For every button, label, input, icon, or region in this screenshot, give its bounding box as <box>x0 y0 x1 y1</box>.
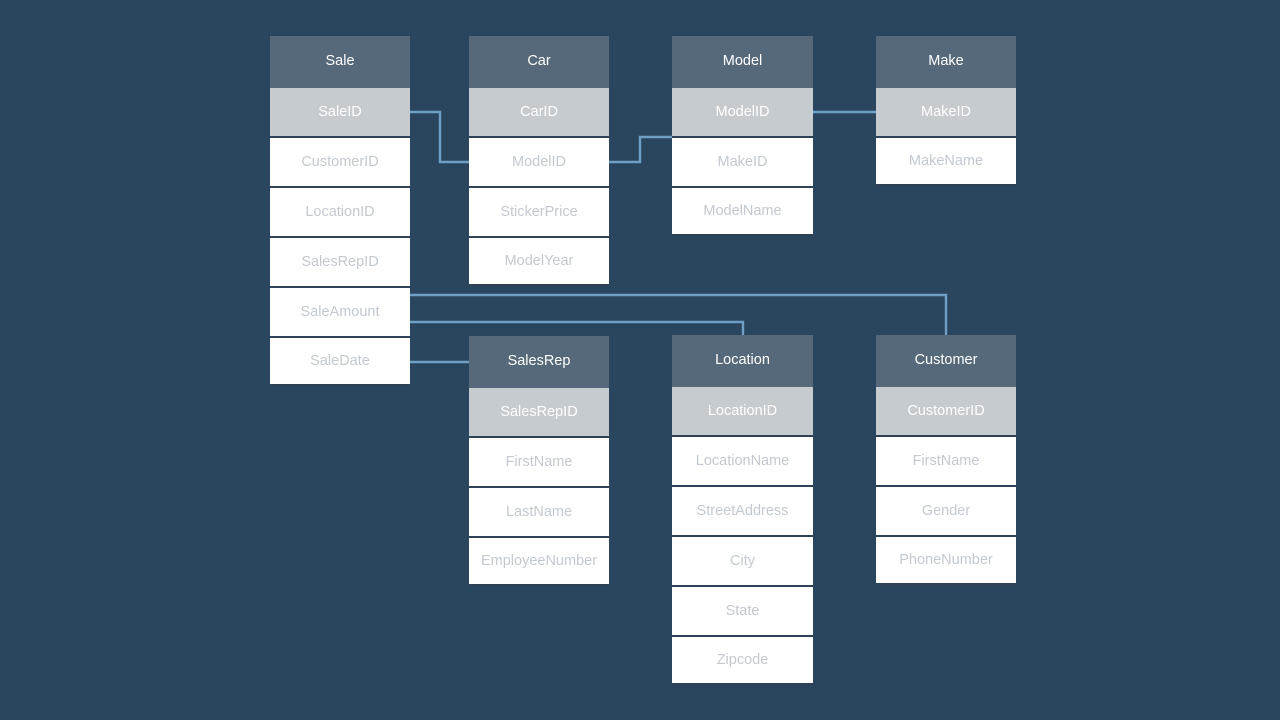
entity-title-car: Car <box>469 36 609 86</box>
primary-key-field-makeid[interactable]: MakeID <box>876 86 1016 136</box>
entity-title-make: Make <box>876 36 1016 86</box>
field-gender[interactable]: Gender <box>876 485 1016 535</box>
primary-key-field-locationid[interactable]: LocationID <box>672 385 813 435</box>
primary-key-field-salesrepid[interactable]: SalesRepID <box>469 386 609 436</box>
field-saledate[interactable]: SaleDate <box>270 336 410 386</box>
field-locationid[interactable]: LocationID <box>270 186 410 236</box>
entity-title-salesrep: SalesRep <box>469 336 609 386</box>
field-employeenumber[interactable]: EmployeeNumber <box>469 536 609 586</box>
field-makename[interactable]: MakeName <box>876 136 1016 186</box>
field-firstname[interactable]: FirstName <box>876 435 1016 485</box>
field-salesrepid[interactable]: SalesRepID <box>270 236 410 286</box>
entity-title-location: Location <box>672 335 813 385</box>
field-modelid[interactable]: ModelID <box>469 136 609 186</box>
primary-key-field-carid[interactable]: CarID <box>469 86 609 136</box>
primary-key-field-modelid[interactable]: ModelID <box>672 86 813 136</box>
connector-sale-customer <box>410 293 948 335</box>
entity-title-customer: Customer <box>876 335 1016 385</box>
field-saleamount[interactable]: SaleAmount <box>270 286 410 336</box>
field-locationname[interactable]: LocationName <box>672 435 813 485</box>
field-streetaddress[interactable]: StreetAddress <box>672 485 813 535</box>
field-lastname[interactable]: LastName <box>469 486 609 536</box>
field-city[interactable]: City <box>672 535 813 585</box>
entity-title-sale: Sale <box>270 36 410 86</box>
field-customerid[interactable]: CustomerID <box>270 136 410 186</box>
primary-key-field-saleid[interactable]: SaleID <box>270 86 410 136</box>
field-stickerprice[interactable]: StickerPrice <box>469 186 609 236</box>
field-phonenumber[interactable]: PhoneNumber <box>876 535 1016 585</box>
field-modelname[interactable]: ModelName <box>672 186 813 236</box>
connector-sale-car <box>410 110 469 164</box>
connector-car-model <box>609 135 672 164</box>
field-modelyear[interactable]: ModelYear <box>469 236 609 286</box>
field-zipcode[interactable]: Zipcode <box>672 635 813 685</box>
field-state[interactable]: State <box>672 585 813 635</box>
entity-title-model: Model <box>672 36 813 86</box>
primary-key-field-customerid[interactable]: CustomerID <box>876 385 1016 435</box>
field-firstname[interactable]: FirstName <box>469 436 609 486</box>
connector-sale-location <box>410 320 745 335</box>
field-makeid[interactable]: MakeID <box>672 136 813 186</box>
